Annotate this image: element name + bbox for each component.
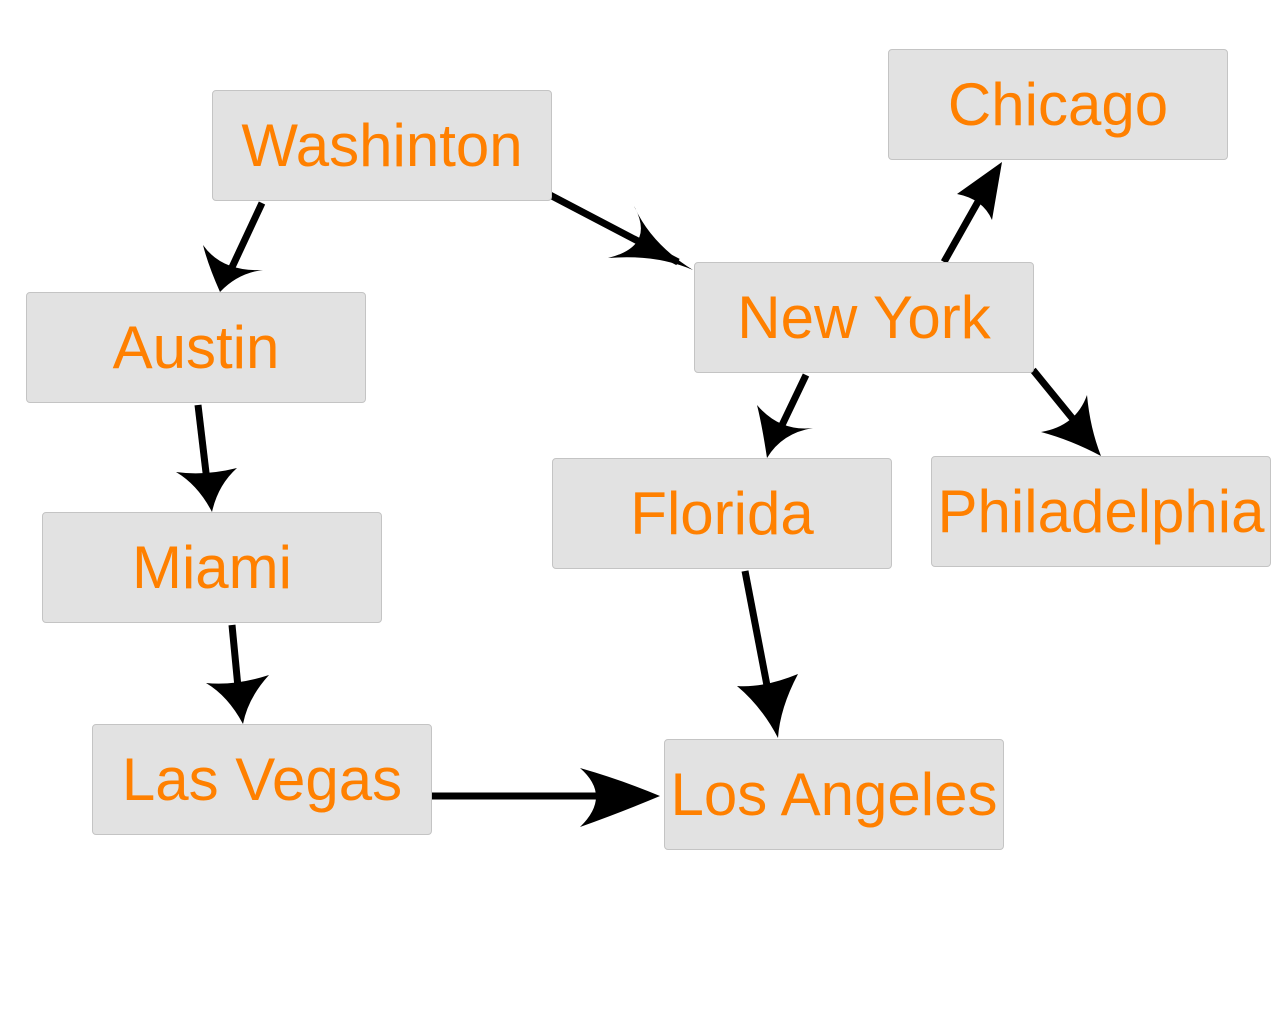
- arrowhead-icon: [737, 674, 798, 738]
- node-austin: Austin: [26, 292, 366, 403]
- node-washinton: Washinton: [212, 90, 552, 201]
- edge-washinton-austin: [203, 201, 266, 292]
- node-new-york: New York: [694, 262, 1034, 373]
- node-label: Las Vegas: [121, 745, 403, 813]
- node-label: Chicago: [947, 70, 1169, 138]
- node-las-vegas: Las Vegas: [92, 724, 432, 835]
- node-label: New York: [737, 283, 991, 351]
- edge-new-york-philadelphia: [1030, 367, 1101, 456]
- arrowhead-icon: [580, 768, 660, 827]
- edge-florida-los-angeles: [737, 570, 798, 738]
- node-miami: Miami: [42, 512, 382, 623]
- edge-miami-las-vegas: [206, 624, 269, 724]
- arrowhead-icon: [176, 468, 237, 512]
- node-los-angeles: Los Angeles: [664, 739, 1004, 850]
- arrowhead-icon: [203, 245, 263, 292]
- node-label: Washinton: [241, 111, 523, 179]
- node-label: Miami: [132, 533, 292, 601]
- edge-las-vegas-los-angeles: [432, 768, 660, 827]
- edge-new-york-chicago: [940, 162, 1002, 264]
- node-philadelphia: Philadelphia: [931, 456, 1271, 567]
- node-label: Philadelphia: [937, 477, 1265, 545]
- node-label: Austin: [112, 313, 280, 381]
- edge-line: [223, 201, 266, 280]
- edge-austin-miami: [176, 404, 237, 512]
- edge-washinton-new-york: [548, 191, 693, 270]
- arrowhead-icon: [608, 206, 693, 270]
- node-label: Los Angeles: [670, 760, 998, 828]
- node-chicago: Chicago: [888, 49, 1228, 160]
- arrowhead-icon: [757, 405, 813, 458]
- arrowhead-icon: [1041, 395, 1101, 456]
- edge-new-york-florida: [757, 373, 813, 458]
- node-florida: Florida: [552, 458, 892, 569]
- node-label: Florida: [630, 479, 814, 547]
- arrowhead-icon: [206, 675, 269, 724]
- arrowhead-icon: [957, 162, 1002, 220]
